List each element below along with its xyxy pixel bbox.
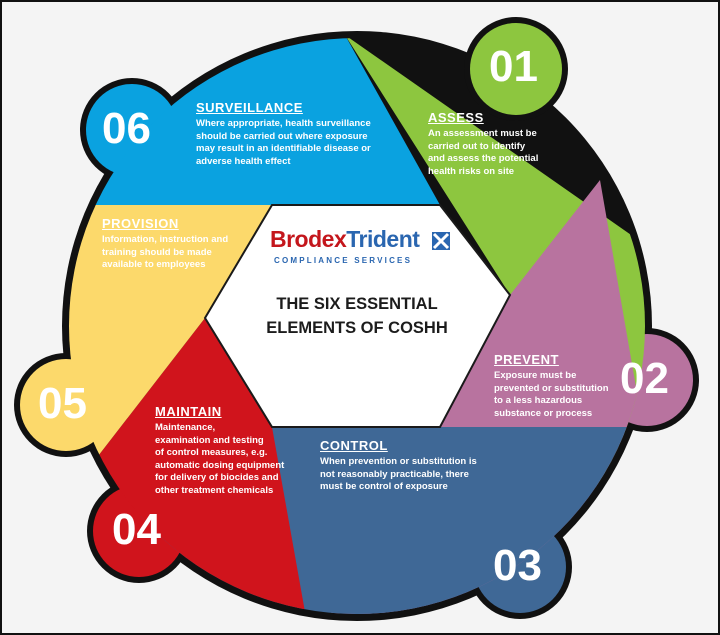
center-title: THE SIX ESSENTIAL ELEMENTS OF COSHH [232, 292, 482, 340]
segment-title: MAINTAIN [155, 404, 222, 419]
segment-desc-line: Information, instruction and [102, 234, 229, 245]
center-title-line-2: ELEMENTS OF COSHH [266, 319, 448, 337]
segment-desc-line: When prevention or substitution is [320, 456, 477, 467]
segment-desc-line: must be control of exposure [320, 481, 448, 492]
segment-desc-line: available to employees [102, 259, 206, 270]
segment-surveillance-text: SURVEILLANCE Where appropriate, health s… [196, 100, 371, 168]
segment-title: PROVISION [102, 216, 179, 231]
logo-brodex: Brodex [270, 226, 347, 252]
number-01: 01 [489, 42, 538, 91]
center-title-line-1: THE SIX ESSENTIAL [276, 295, 438, 313]
segment-desc-line: Exposure must be [494, 370, 577, 381]
segment-title: SURVEILLANCE [196, 100, 303, 115]
center-hexagon [203, 204, 512, 428]
segment-desc-line: for delivery of biocides and [155, 472, 279, 483]
segment-desc-line: other treatment chemicals [155, 484, 274, 496]
segment-desc-line: health risks on site [428, 165, 515, 177]
logo-subtitle: COMPLIANCE SERVICES [274, 256, 413, 265]
segment-desc-line: not reasonably practicable, there [320, 468, 469, 480]
segment-desc-line: substance or process [494, 407, 593, 419]
segment-prevent-text: PREVENT Exposure must be prevented or su… [494, 352, 609, 420]
number-06: 06 [102, 104, 151, 153]
logo-trident: Trident [346, 226, 420, 252]
segment-control-text: CONTROL When prevention or substitution … [320, 438, 477, 494]
segment-provision-text: PROVISION Information, instruction and t… [102, 216, 228, 272]
segment-desc-line: An assessment must be [428, 128, 537, 139]
segment-desc-line: automatic dosing equipment [155, 459, 285, 471]
segment-title: PREVENT [494, 352, 559, 367]
segment-maintain-text: MAINTAIN Maintenance, examination and te… [155, 404, 284, 497]
segment-desc-line: Maintenance, [155, 422, 216, 433]
segment-desc-line: of control measures, e.g. [155, 447, 268, 458]
segment-desc-line: adverse health effect [196, 155, 291, 167]
number-04: 04 [112, 505, 161, 554]
segment-desc-line: to a less hazardous [494, 395, 583, 406]
segment-desc-line: training should be made [102, 246, 212, 258]
number-05: 05 [38, 379, 87, 428]
segment-desc-line: examination and testing [155, 434, 264, 446]
segment-assess-text: ASSESS An assessment must be carried out… [428, 110, 538, 178]
segment-desc-line: carried out to identify [428, 140, 526, 152]
segment-desc-line: should be carried out where exposure [196, 130, 368, 142]
segment-title: ASSESS [428, 110, 484, 125]
segment-desc-line: and assess the potential [428, 153, 539, 164]
number-02: 02 [620, 354, 669, 403]
segment-desc-line: Where appropriate, health surveillance [196, 118, 371, 129]
segment-provision [69, 205, 272, 460]
segment-desc-line: may result in an identifiable disease or [196, 143, 371, 154]
tab-01 [470, 23, 562, 115]
brand-logo: BrodexTrident [270, 226, 420, 253]
number-03: 03 [493, 541, 542, 590]
segment-title: CONTROL [320, 438, 388, 453]
segment-desc-line: prevented or substitution [494, 382, 609, 394]
